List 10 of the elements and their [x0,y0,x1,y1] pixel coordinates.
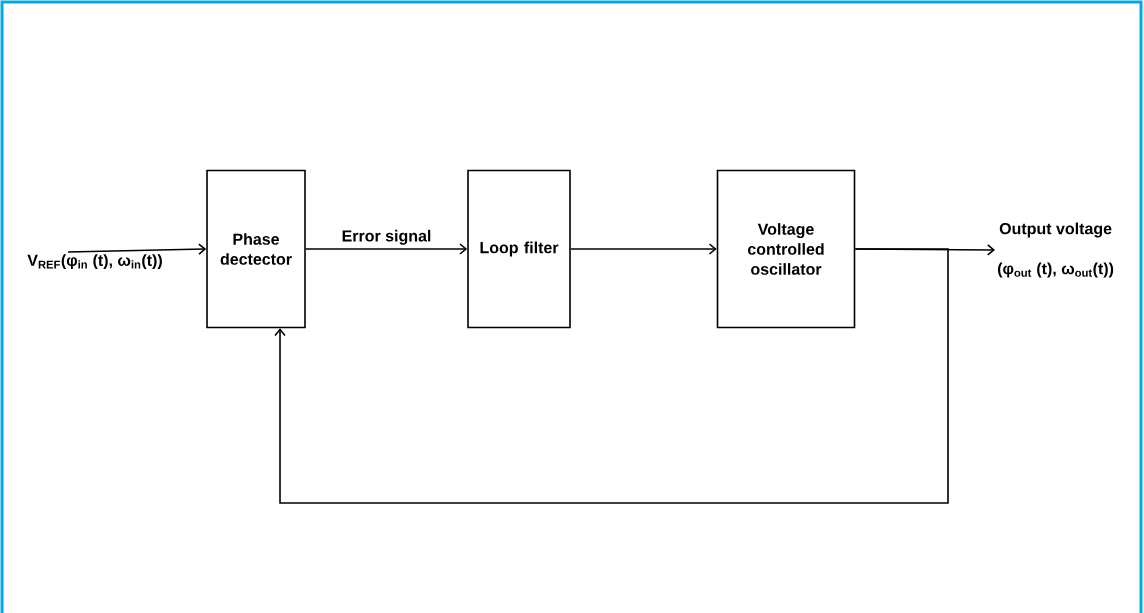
arrow [67,243,207,255]
arrow [274,248,949,504]
process-box: Phase dectector [206,169,306,329]
arrow [570,243,717,255]
output-signal-label: Output voltage (φ$_{out}$ (t), ω$_{out}$(t)) [998,222,1114,278]
arrow [305,243,468,255]
edge-label: Error signal [340,228,433,246]
process-box: Loop filter [467,169,571,329]
input-signal-label: V$_{REF}$(φ$_{in}$ (t), ω$_{in}$(t)) [27,254,162,270]
process-box: Voltage controlled oscillator [716,169,856,329]
